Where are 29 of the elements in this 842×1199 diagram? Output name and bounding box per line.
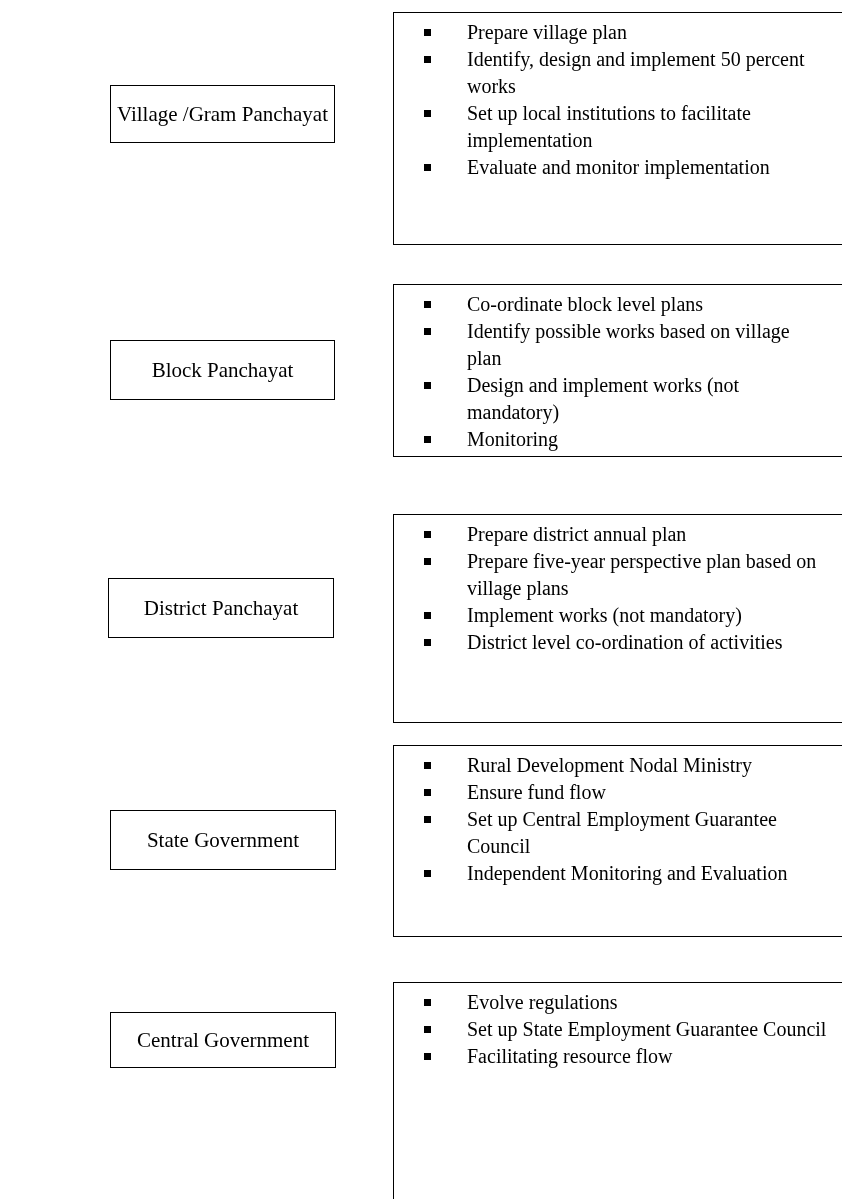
level-box: District Panchayat — [108, 578, 334, 638]
bullet-text: Evolve regulations — [467, 990, 619, 1016]
level-box: State Government — [110, 810, 336, 870]
bullet-text: Ensure fund flow — [467, 780, 607, 805]
level-box: Block Panchayat — [110, 340, 335, 400]
bullet-text: Identify, design and implement 50 percent works — [467, 47, 806, 99]
bullet-text: Identify possible works based on village plan — [467, 319, 791, 372]
bullet-text: Rural Development Nodal Ministry — [467, 753, 753, 779]
bullet-text: Independent Monitoring and Evaluation — [467, 861, 789, 887]
bullet-text: Facilitating resource flow — [467, 1044, 674, 1070]
level-box: Village /Gram Panchayat — [110, 85, 335, 143]
bullet-text: Prepare five-year perspective plan based on village plans — [467, 549, 818, 602]
task-list-box — [393, 284, 842, 457]
bullet-text: Implement works (not mandatory) — [467, 603, 743, 629]
task-list-box — [393, 745, 842, 937]
level-box: Central Government — [110, 1012, 336, 1068]
bullet-text: Prepare district annual plan — [467, 522, 688, 548]
task-list-box — [393, 982, 842, 1199]
bullet-text: Prepare village plan — [467, 20, 628, 46]
task-list-box — [393, 12, 842, 245]
task-list-box — [393, 514, 842, 723]
bullet-text: Set up local institutions to facilitate implementation — [467, 101, 752, 154]
bullet-text: Design and implement works (not mandatory) — [467, 373, 741, 426]
bullet-text: Set up Central Employment Guarantee Council — [467, 807, 778, 859]
bullet-text: Co-ordinate block level plans — [467, 292, 705, 318]
bullet-text: Monitoring — [467, 427, 560, 453]
bullet-text: Evaluate and monitor implementation — [467, 155, 771, 181]
bullet-text: Set up State Employment Guarantee Council — [467, 1017, 828, 1043]
bullet-text: District level co-ordination of activities — [467, 630, 784, 655]
